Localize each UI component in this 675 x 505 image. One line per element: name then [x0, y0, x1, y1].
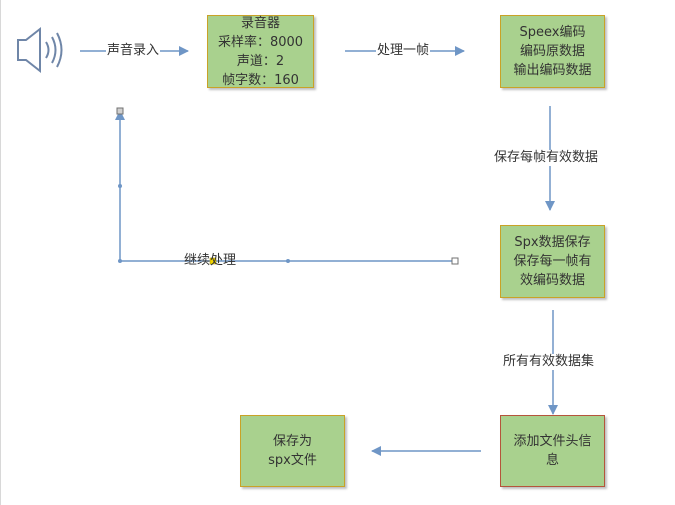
edge-continue-loop	[115, 110, 455, 262]
loop-end-handle[interactable]	[116, 107, 124, 115]
node-recorder[interactable]: 录音器 采样率：8000 声道：2 帧字数：160	[207, 15, 314, 88]
loop-label-handle[interactable]	[209, 257, 217, 265]
node-save-file-line: 保存为	[272, 434, 312, 449]
loop-segment-handle	[286, 259, 290, 263]
speaker-icon	[17, 26, 63, 74]
loop-midpoint-handle	[118, 184, 122, 188]
node-spx-save-line: 保存每一帧有	[513, 254, 592, 269]
node-recorder-line: 采样率：8000	[217, 34, 304, 50]
edge-label-continue: 继续处理	[184, 253, 237, 268]
node-speex[interactable]: Speex编码 编码原数据 输出编码数据	[500, 15, 605, 88]
node-add-header[interactable]: 添加文件头信 息	[500, 415, 605, 487]
edge-label-sound-input: 声音录入	[106, 43, 161, 59]
edge-label-process-frame: 处理一帧	[376, 43, 431, 59]
node-spx-save-line: Spx数据保存	[514, 235, 591, 250]
node-add-header-line: 息	[545, 453, 559, 468]
node-add-header-line: 添加文件头信	[513, 434, 592, 449]
loop-start-handle[interactable]	[451, 257, 459, 265]
node-spx-save-line: 效编码数据	[519, 273, 585, 288]
node-save-file[interactable]: 保存为 spx文件	[240, 415, 345, 487]
loop-corner-handle	[118, 259, 122, 263]
node-speex-line: 编码原数据	[519, 44, 585, 59]
node-save-file-line: spx文件	[268, 453, 317, 468]
node-recorder-line: 声道：2	[236, 53, 285, 69]
page-edge-line	[0, 0, 1, 505]
edge-label-all-data: 所有有效数据集	[502, 354, 596, 370]
node-speex-line: 输出编码数据	[513, 63, 592, 78]
edge-label-save-each-frame: 保存每帧有效数据	[493, 150, 600, 166]
node-speex-line: Speex编码	[519, 25, 586, 40]
node-spx-save[interactable]: Spx数据保存 保存每一帧有 效编码数据	[500, 225, 605, 298]
node-recorder-line: 帧字数：160	[222, 72, 299, 88]
node-recorder-line: 录音器	[240, 15, 280, 31]
